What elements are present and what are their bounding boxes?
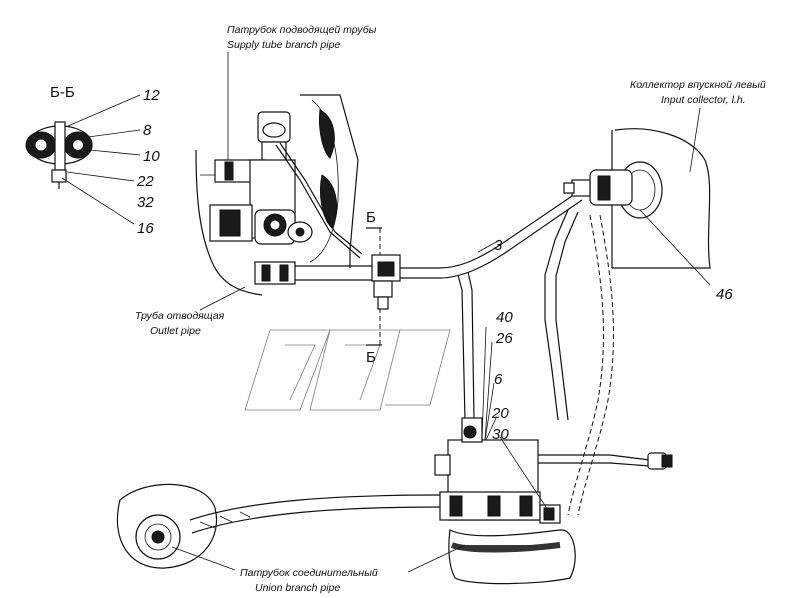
pipe-clamp <box>371 254 440 310</box>
callout-8: 8 <box>143 122 152 139</box>
label-collector-ru: Коллектор впускной левый <box>630 79 766 91</box>
clamp-right-bore <box>72 139 84 151</box>
label-supply-en: Supply tube branch pipe <box>227 39 340 51</box>
callout-12: 12 <box>143 87 160 104</box>
clamp-left-bore <box>34 138 48 152</box>
callout-3: 3 <box>494 237 503 254</box>
collector-fitting <box>589 169 633 206</box>
background-outline <box>244 329 451 411</box>
callout-16: 16 <box>137 220 154 237</box>
label-outlet-ru: Труба отводящая <box>135 310 225 322</box>
collector: 46 Коллектор впускной левый Input collec… <box>544 79 766 421</box>
label-outlet-en: Outlet pipe <box>150 325 201 337</box>
dashed-hose <box>520 214 673 516</box>
clamp-nut <box>51 169 67 183</box>
engine-block <box>195 94 359 296</box>
main-tube: 3 <box>439 191 583 421</box>
callout-22: 22 <box>136 173 154 190</box>
label-union-en: Union branch pipe <box>255 582 340 594</box>
callout-26: 26 <box>495 330 513 347</box>
callout-32: 32 <box>137 194 154 211</box>
valve-assembly <box>209 111 363 259</box>
label-collector-en: Input collector, l.h. <box>661 94 746 106</box>
callout-40: 40 <box>496 309 513 326</box>
label-supply-ru: Патрубок подводящей трубы <box>227 24 377 36</box>
section-title: Б-Б <box>50 84 75 101</box>
section-inset: Б-Б 12 8 10 22 32 16 <box>25 84 160 237</box>
union-branch-outline <box>116 483 218 569</box>
callout-46: 46 <box>716 286 733 303</box>
callout-10: 10 <box>143 148 160 165</box>
section-marker-top: Б <box>366 209 376 226</box>
union-hose: Патрубок соединительный Union branch pip… <box>116 483 466 594</box>
section-marker-bottom: Б <box>366 349 376 366</box>
label-union-ru: Патрубок соединительный <box>240 567 378 579</box>
label-supply: Патрубок подводящей трубы Supply tube br… <box>227 24 377 160</box>
outlet-pipe: Труба отводящая Outlet pipe <box>135 261 375 337</box>
callout-20: 20 <box>491 405 509 422</box>
clamp-bolt <box>54 121 66 171</box>
callout-6: 6 <box>494 371 503 388</box>
union-block: 40 26 6 20 30 <box>434 309 576 585</box>
callout-30: 30 <box>492 426 509 443</box>
